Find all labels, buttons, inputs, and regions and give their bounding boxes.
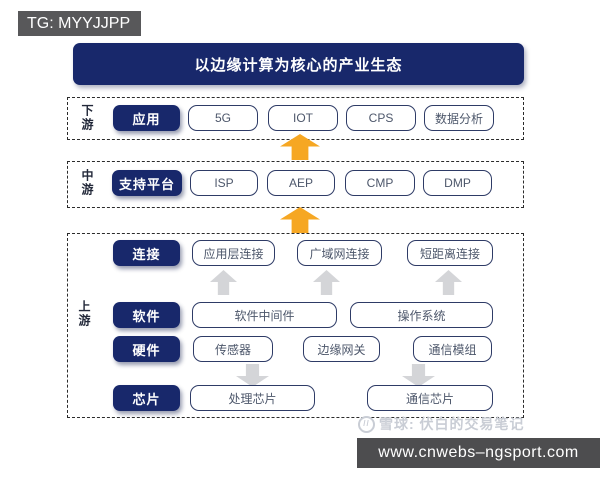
watermark: // 雪球: 伏白的交易笔记 [358,414,525,434]
item-box: IOT [268,105,338,131]
item-box: 边缘网关 [303,336,380,362]
item-box: 5G [188,105,258,131]
item-box: 广域网连接 [297,240,382,266]
item-box: DMP [423,170,492,196]
item-box: 操作系统 [350,302,493,328]
section-label-midstream: 中游 [80,169,94,197]
item-box: 处理芯片 [190,385,315,411]
item-box: CPS [346,105,416,131]
item-box: 应用层连接 [192,240,275,266]
category-box-platform: 支持平台 [112,170,182,196]
item-box: 数据分析 [424,105,494,131]
diagram-title: 以边缘计算为核心的产业生态 [73,43,524,85]
category-box-software: 软件 [113,302,180,328]
category-box-hardware: 硬件 [113,336,180,362]
item-box: CMP [345,170,415,196]
xueqiu-logo-icon: // [358,415,375,433]
category-box-chip: 芯片 [113,385,180,411]
watermark-text: 雪球: 伏白的交易笔记 [379,416,525,432]
item-box: 通信芯片 [367,385,493,411]
category-box-application: 应用 [113,105,180,131]
item-box: ISP [190,170,258,196]
up-arrow-icon [280,207,320,233]
item-box: 软件中间件 [192,302,337,328]
item-box: 通信模组 [413,336,492,362]
item-box: 传感器 [193,336,273,362]
item-box: AEP [267,170,335,196]
footer-url: www.cnwebs–ngsport.com [357,438,600,468]
section-label-downstream: 下游 [80,104,94,132]
tg-badge: TG: MYYJJPP [18,11,142,36]
section-label-upstream: 上游 [77,300,91,328]
category-box-connection: 连接 [113,240,180,266]
item-box: 短距离连接 [407,240,493,266]
